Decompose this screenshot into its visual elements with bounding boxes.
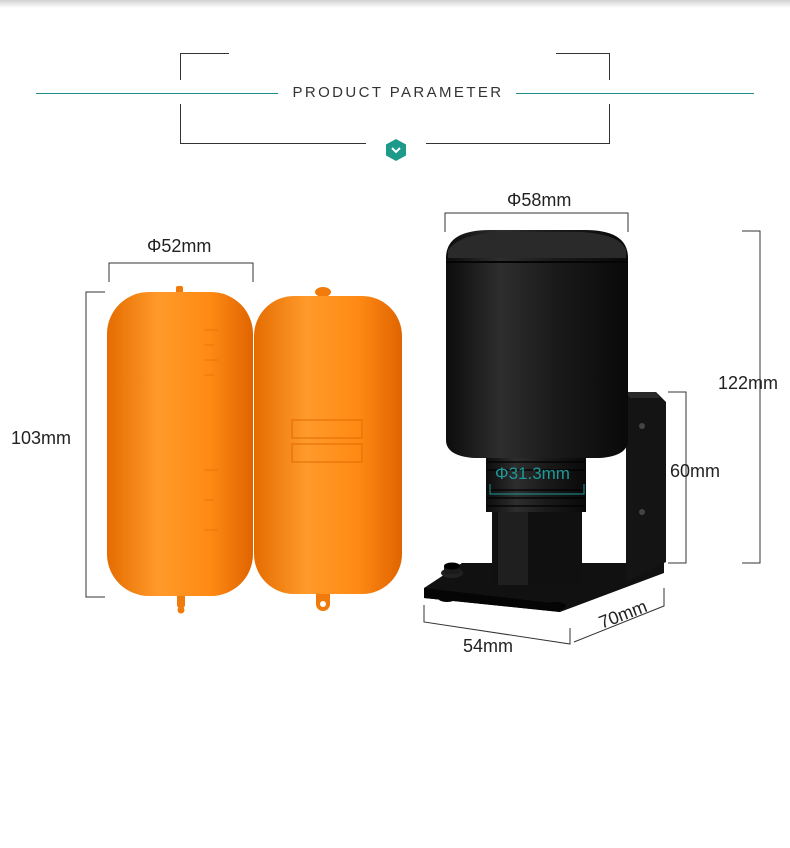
float-diameter-label: Φ52mm (147, 236, 212, 256)
bracket-height-label: 60mm (670, 461, 721, 481)
frame-right-upper (609, 53, 610, 80)
frame-bottom-right (426, 143, 610, 144)
thread-dimension-line (489, 484, 585, 495)
base-width-label: 54mm (463, 636, 514, 656)
frame-left-lower (180, 104, 181, 144)
float-height-label: 103mm (11, 428, 72, 448)
float-ball-right (254, 287, 402, 611)
section-title: PRODUCT PARAMETER (292, 84, 504, 101)
switch-body (424, 230, 666, 612)
frame-top-left (180, 53, 229, 54)
float-dimension-lines (85, 262, 254, 598)
frame-bottom-left (180, 143, 366, 144)
frame-left-upper (180, 53, 181, 80)
frame-right-lower (609, 104, 610, 144)
frame-top-right (556, 53, 610, 54)
header-rule-right (516, 93, 754, 94)
switch-total-height-label: 122mm (718, 373, 779, 393)
top-shadow (0, 0, 790, 8)
header-rule-left (36, 93, 278, 94)
thread-diameter-label: Φ31.3mm (495, 464, 570, 483)
switch-dimension-lines (423, 212, 761, 645)
switch-diameter-label: Φ58mm (507, 190, 572, 210)
float-ball-left (107, 286, 253, 614)
chevron-down-icon (386, 139, 406, 161)
